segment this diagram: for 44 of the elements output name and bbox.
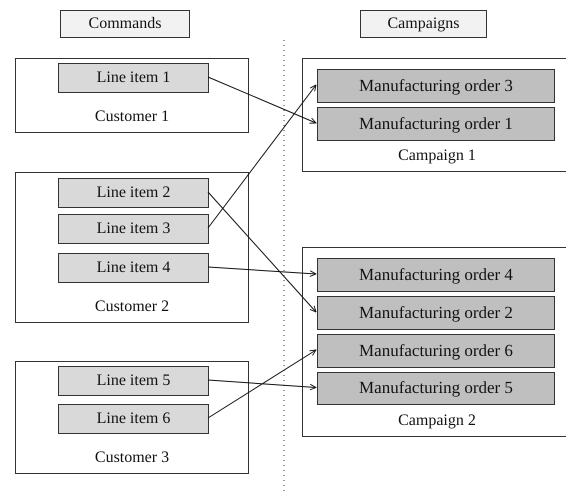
group-box xyxy=(15,361,249,474)
group-box xyxy=(302,247,566,437)
arrow xyxy=(208,192,316,312)
arrow xyxy=(208,350,316,418)
line-item-box xyxy=(58,253,209,283)
order-box xyxy=(317,107,555,141)
box-label: Line item 4 xyxy=(96,259,170,277)
order-box xyxy=(317,334,555,368)
line-item-box xyxy=(58,404,209,434)
box-label: Manufacturing order 1 xyxy=(359,114,513,134)
box-label: Campaigns xyxy=(388,15,460,33)
column-header xyxy=(360,10,487,38)
arrow xyxy=(208,266,316,277)
box-label: Commands xyxy=(88,15,162,33)
group-box xyxy=(302,58,566,172)
order-box xyxy=(317,296,555,330)
box-label: Manufacturing order 4 xyxy=(359,266,513,284)
group-box xyxy=(15,58,249,133)
box-label: Manufacturing order 2 xyxy=(359,304,513,322)
box-label: Line item 3 xyxy=(96,220,170,238)
box-label: Line item 5 xyxy=(96,372,170,390)
box-label: Manufacturing order 5 xyxy=(359,379,513,398)
line-item-box xyxy=(58,214,209,244)
line-item-box xyxy=(58,366,209,396)
box-label: Line item 2 xyxy=(96,184,170,202)
column-header xyxy=(60,10,190,38)
box-label: Line item 6 xyxy=(96,410,170,428)
box-label: Manufacturing order 3 xyxy=(359,76,513,96)
group-label: Campaign 1 xyxy=(398,147,476,165)
line-item-box xyxy=(58,63,209,93)
box-label: Line item 1 xyxy=(96,69,170,87)
arrow xyxy=(208,84,316,228)
group-label: Campaign 2 xyxy=(398,412,476,430)
order-box xyxy=(317,258,555,292)
group-label: Customer 3 xyxy=(94,449,170,467)
arrow xyxy=(208,76,316,124)
arrow xyxy=(208,380,316,390)
box-label: Manufacturing order 6 xyxy=(359,342,513,360)
line-item-box xyxy=(58,178,209,208)
order-box xyxy=(317,69,555,103)
group-label: Customer 1 xyxy=(94,108,170,126)
group-label: Customer 2 xyxy=(94,298,170,316)
order-box xyxy=(317,372,555,405)
group-box xyxy=(15,172,249,323)
